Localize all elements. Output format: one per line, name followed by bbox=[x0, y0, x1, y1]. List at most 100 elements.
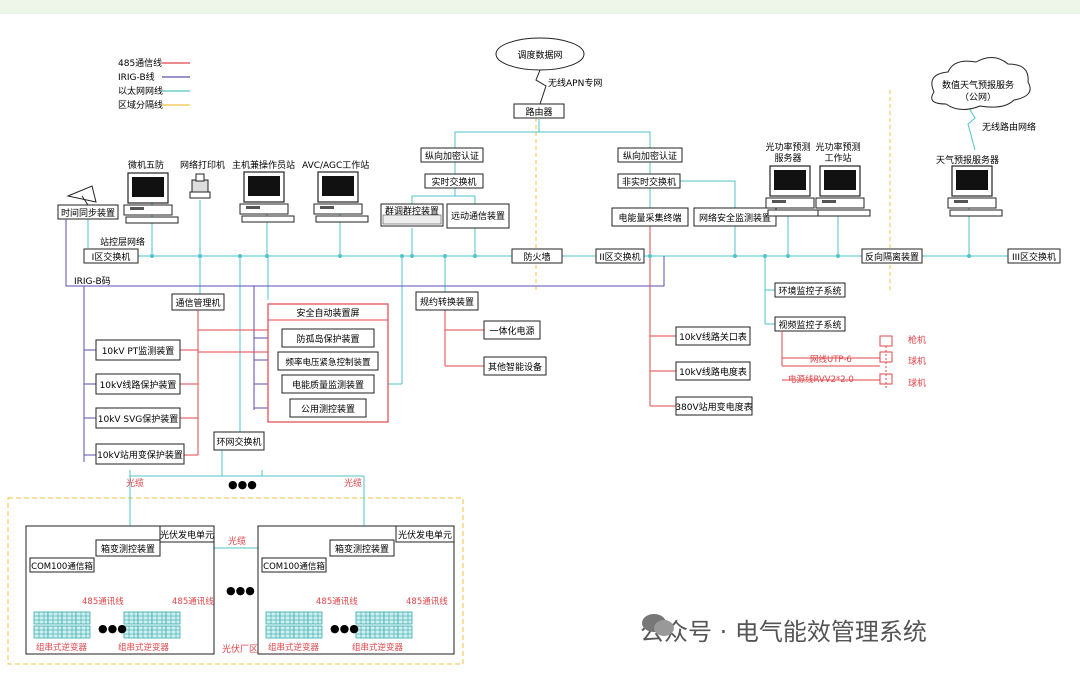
pf-server-computer-icon bbox=[765, 165, 821, 217]
com-1-label: COM100通信箱 bbox=[31, 561, 93, 572]
com-1-box bbox=[29, 557, 95, 573]
env-monitor-box bbox=[774, 282, 846, 298]
meter-380-box bbox=[675, 396, 753, 416]
box-ctrl-2-label: 箱变测控装置 bbox=[335, 543, 389, 555]
enc-auth-right-label: 纵向加密认证 bbox=[623, 150, 677, 162]
env-monitor-label: 环境监控子系统 bbox=[778, 285, 841, 297]
meter-gate-box bbox=[675, 326, 751, 346]
box-ctrl-2-box bbox=[329, 539, 395, 557]
zone3-switch-box bbox=[1007, 248, 1061, 264]
power-quality-label: 电能质量监测装置 bbox=[292, 379, 364, 391]
camera-icons bbox=[879, 335, 893, 390]
utp-label: 网线UTP-6 bbox=[810, 354, 852, 365]
weather-server-computer-icon bbox=[947, 165, 1003, 217]
energy-term-label: 电能量采集终端 bbox=[618, 212, 681, 224]
inv-c-label: 组串式逆变器 bbox=[268, 642, 320, 653]
inv-dots-2: ●●● bbox=[330, 622, 359, 635]
comm-mgr-label: 通信管理机 bbox=[175, 297, 220, 309]
pv-unit-2-label: 光伏发电单元 bbox=[398, 529, 452, 541]
remote-comm-label: 远动通信装置 bbox=[451, 210, 505, 222]
rs485-d-label: 485通讯线 bbox=[406, 596, 448, 607]
public-ctrl-box bbox=[289, 398, 367, 418]
legend-label-485: 485通信线 bbox=[118, 57, 162, 69]
unit-dots: ●●● bbox=[226, 584, 255, 597]
reverse-iso-label: 反向隔离装置 bbox=[865, 251, 919, 263]
zone1-switch-box bbox=[83, 248, 139, 264]
ws-printer-label: 网络打印机 bbox=[180, 159, 225, 171]
inv-dots-1: ●●● bbox=[98, 622, 127, 635]
wufang-computer-icon bbox=[123, 172, 179, 224]
rs485-b-label: 485通讯线 bbox=[172, 596, 214, 607]
apn-label: 无线APN专网 bbox=[548, 77, 602, 89]
cam-ball1-label: 球机 bbox=[908, 355, 926, 367]
nrt-switch-label: 非实时交换机 bbox=[622, 176, 676, 188]
ring-switch-label: 环网交换机 bbox=[216, 436, 261, 448]
zone2-switch-box bbox=[595, 248, 645, 264]
wechat-icon bbox=[642, 614, 674, 636]
time-sync-label: 时间同步装置 bbox=[61, 207, 115, 219]
ws-avc-label: AVC/AGC工作站 bbox=[302, 159, 369, 171]
line-protect-label: 10kV线路保护装置 bbox=[100, 379, 177, 391]
protocol-conv-box bbox=[415, 291, 479, 311]
enc-auth-right-box bbox=[617, 147, 683, 163]
ring-switch-box bbox=[213, 431, 265, 451]
pf-server-label-2: 服务器 bbox=[774, 152, 801, 164]
enc-auth-left-box bbox=[420, 147, 484, 163]
inv-d-label: 组串式逆变器 bbox=[352, 642, 404, 653]
freq-volt-label: 频率电压紧急控制装置 bbox=[285, 357, 371, 368]
video-monitor-box bbox=[774, 316, 846, 332]
legend-label-irig: IRIG-B线 bbox=[118, 71, 155, 83]
integrated-power-box bbox=[483, 320, 541, 340]
pt-monitor-label: 10kV PT监测装置 bbox=[102, 345, 175, 357]
pf-ws-computer-icon bbox=[815, 165, 871, 217]
zone1-switch-label: I区交换机 bbox=[92, 251, 131, 263]
anti-island-box bbox=[281, 328, 375, 348]
com-2-label: COM100通信箱 bbox=[263, 561, 325, 572]
svg-protect-label: 10kV SVG保护装置 bbox=[98, 413, 179, 425]
legend: 485通信线 IRIG-B线 以太网网线 区域分隔线 bbox=[118, 57, 190, 111]
weather-cloud-label-2: （公网） bbox=[960, 92, 996, 103]
meter-gate-label: 10kV线路关口表 bbox=[679, 331, 747, 343]
other-smart-label: 其他智能设备 bbox=[488, 361, 542, 373]
integrated-power-label: 一体化电源 bbox=[489, 325, 534, 337]
firewall-label: 防火墙 bbox=[523, 251, 550, 263]
weather-cloud-icon bbox=[931, 57, 1031, 110]
firewall-box bbox=[511, 248, 563, 264]
power-quality-box bbox=[281, 374, 375, 394]
meter-elec-box bbox=[675, 361, 751, 381]
inv-b-label: 组串式逆变器 bbox=[118, 642, 170, 653]
dispatch-cloud-label: 调度数据网 bbox=[517, 49, 562, 61]
pv-unit-1-label: 光伏发电单元 bbox=[160, 529, 214, 541]
other-smart-box bbox=[483, 356, 547, 376]
weather-cloud-label-1: 数值天气预报服务 bbox=[942, 79, 1014, 91]
zone2-switch-label: II区交换机 bbox=[599, 251, 640, 263]
meter-380-label: 380V站用变电度表 bbox=[675, 401, 752, 413]
top-band bbox=[0, 0, 1080, 14]
router-label: 路由器 bbox=[525, 106, 552, 118]
cam-gun-label: 枪机 bbox=[908, 334, 926, 346]
host-computer-icon bbox=[239, 171, 295, 223]
video-monitor-label: 视频监控子系统 bbox=[778, 319, 841, 331]
rt-switch-label: 实时交换机 bbox=[431, 176, 476, 188]
protocol-conv-label: 规约转换装置 bbox=[420, 296, 474, 308]
watermark: 公众号 · 电气能效管理系统 bbox=[640, 612, 927, 647]
legend-label-ethernet: 以太网网线 bbox=[118, 85, 163, 97]
fiber-label-2: 光缆 bbox=[344, 477, 362, 489]
cam-ball2-label: 球机 bbox=[908, 377, 926, 389]
ws-wufang-label: 微机五防 bbox=[128, 159, 164, 171]
box-ctrl-1-box bbox=[95, 539, 161, 557]
avc-computer-icon bbox=[313, 171, 369, 223]
pf-server-label-1: 光功率预测 bbox=[765, 141, 810, 153]
enc-auth-left-label: 纵向加密认证 bbox=[425, 150, 479, 162]
remote-comm-box bbox=[446, 203, 510, 229]
pv-plant-boundary bbox=[7, 497, 464, 665]
plant-area-label: 光伏厂区 bbox=[222, 643, 258, 655]
junction-dots bbox=[150, 254, 971, 258]
anti-island-label: 防孤岛保护装置 bbox=[296, 333, 359, 345]
weather-server-label: 天气预报服务器 bbox=[936, 154, 999, 166]
nrt-switch-box bbox=[617, 173, 681, 189]
meter-elec-label: 10kV线路电度表 bbox=[679, 366, 747, 378]
station-trans-protect-box bbox=[95, 443, 185, 465]
station-net-label: 站控层网络 bbox=[100, 236, 145, 248]
